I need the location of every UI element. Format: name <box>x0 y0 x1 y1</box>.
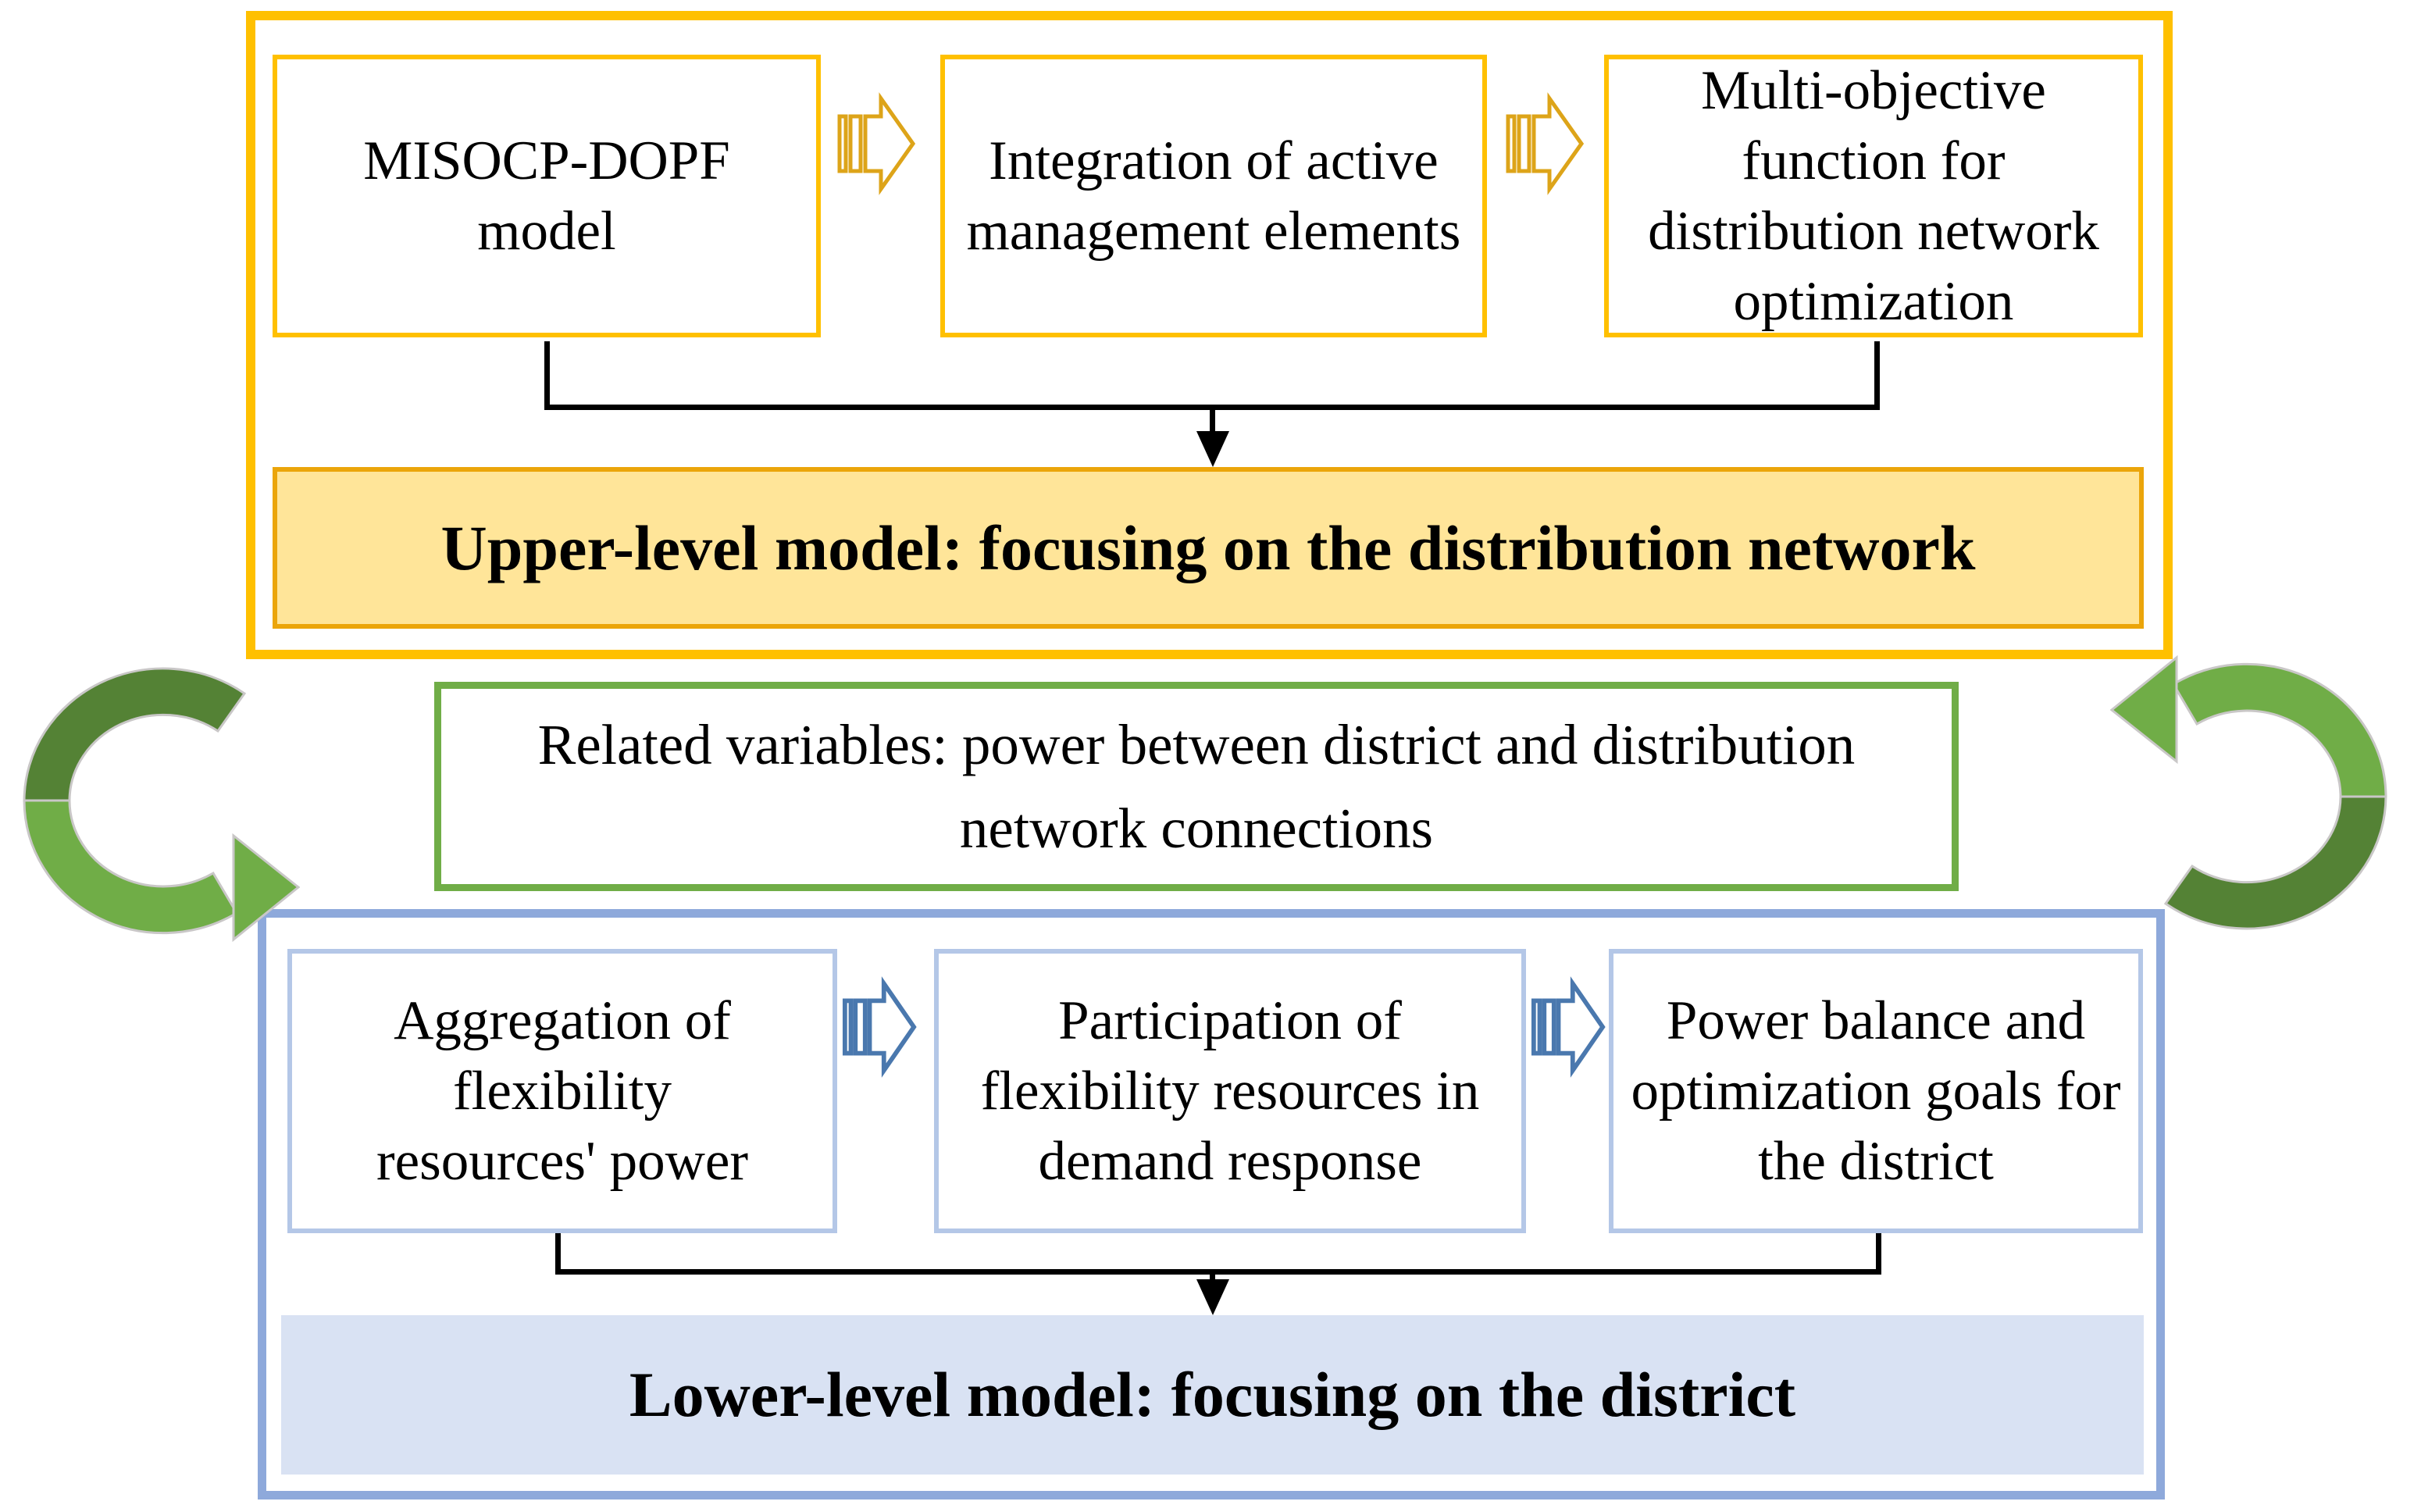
participation-label: Participation of flexibility resources i… <box>980 990 1480 1192</box>
down-arrow-icon <box>1196 1279 1229 1315</box>
down-arrow-icon <box>1196 431 1229 467</box>
connector-line <box>544 405 1880 410</box>
related-variables-label: Related variables: power between distric… <box>537 713 1856 860</box>
misocp-dopf-model-box: MISOCP-DOPF model <box>273 55 821 337</box>
connector-line <box>544 341 550 408</box>
multi-objective-box: Multi-objective function for distributio… <box>1604 55 2143 337</box>
power-balance-label: Power balance and optimization goals for… <box>1631 990 2121 1192</box>
connector-line <box>555 1233 561 1275</box>
power-balance-box: Power balance and optimization goals for… <box>1609 949 2143 1233</box>
aggregation-label: Aggregation of flexibility resources' po… <box>376 990 749 1192</box>
lower-level-frame <box>258 909 2165 1500</box>
upper-level-bar: Upper-level model: focusing on the distr… <box>273 467 2144 629</box>
connector-line <box>1210 410 1215 435</box>
active-management-label: Integration of active management element… <box>966 130 1461 262</box>
misocp-dopf-model-label: MISOCP-DOPF model <box>363 130 730 262</box>
striped-right-arrow-icon <box>1531 973 1606 1081</box>
active-management-box: Integration of active management element… <box>940 55 1487 337</box>
related-variables-box: Related variables: power between distric… <box>434 682 1959 891</box>
curved-arrow-clockwise-icon <box>11 660 301 945</box>
connector-line <box>1874 341 1880 408</box>
upper-level-frame <box>246 11 2173 659</box>
lower-level-bar: Lower-level model: focusing on the distr… <box>281 1315 2144 1475</box>
striped-right-arrow-icon <box>1506 92 1584 195</box>
connector-line <box>1876 1233 1881 1275</box>
upper-level-bar-label: Upper-level model: focusing on the distr… <box>440 512 1976 583</box>
multi-objective-label: Multi-objective function for distributio… <box>1648 60 2099 332</box>
lower-level-bar-label: Lower-level model: focusing on the distr… <box>629 1359 1796 1430</box>
striped-right-arrow-icon <box>837 92 915 195</box>
connector-line <box>555 1269 1881 1275</box>
striped-right-arrow-icon <box>842 973 917 1081</box>
participation-box: Participation of flexibility resources i… <box>934 949 1526 1233</box>
aggregation-box: Aggregation of flexibility resources' po… <box>287 949 837 1233</box>
curved-arrow-counterclockwise-icon <box>2109 652 2399 937</box>
